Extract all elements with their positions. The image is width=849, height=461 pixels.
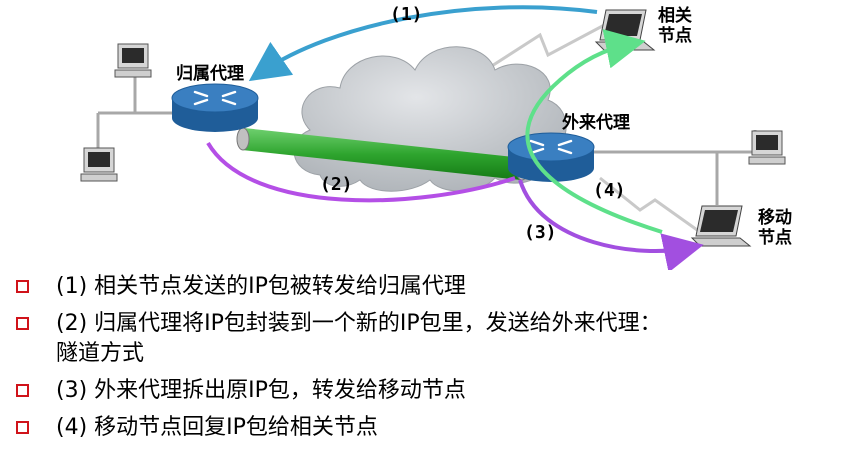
list-item-text: (2) 归属代理将IP包封装到一个新的IP包里，发送给外来代理： [56, 311, 662, 336]
mobile-node-laptop-icon [690, 205, 752, 247]
mobile-node-label: 移动 节点 [758, 208, 792, 248]
pc-icon [748, 130, 786, 165]
wireless-link-cn [469, 20, 611, 82]
list-item: (4) 移动节点回复IP包给相关节点 [14, 413, 844, 443]
list-item-text: (1) 相关节点发送的IP包被转发给归属代理 [56, 274, 466, 299]
list-item: (2) 归属代理将IP包封装到一个新的IP包里，发送给外来代理： 隧道方式 [14, 309, 844, 369]
bullet-square-icon [16, 384, 29, 397]
step2-label: (2) [320, 174, 353, 195]
step1-arrow [248, 5, 598, 82]
bullet-square-icon [16, 280, 29, 293]
list-item-text-continued: 隧道方式 [56, 341, 145, 366]
step4-label: (4) [593, 180, 626, 201]
list-item-text: (3) 外来代理拆出原IP包，转发给移动节点 [56, 378, 466, 403]
correspondent-node-label-line1: 相关 [658, 6, 692, 26]
step-list: (1) 相关节点发送的IP包被转发给归属代理 (2) 归属代理将IP包封装到一个… [14, 272, 844, 450]
step3-label: (3) [524, 222, 557, 243]
foreign-agent-router [507, 132, 595, 182]
step3-arrow [518, 179, 704, 270]
pc-icon [114, 43, 152, 78]
step1-label: (1) [390, 4, 423, 25]
mobile-node-label-line2: 节点 [758, 228, 792, 248]
home-agent-label: 归属代理 [176, 64, 244, 84]
list-item: (3) 外来代理拆出原IP包，转发给移动节点 [14, 376, 844, 406]
mobile-ip-diagram [80, 5, 786, 270]
step4-arrow [525, 29, 663, 234]
pc-icon [80, 147, 118, 182]
bullet-square-icon [16, 421, 29, 434]
mobile-node-label-line1: 移动 [758, 208, 792, 228]
list-item-text: (4) 移动节点回复IP包给相关节点 [56, 415, 378, 440]
home-agent-router [171, 83, 259, 132]
step2-arrow [206, 141, 516, 203]
list-item: (1) 相关节点发送的IP包被转发给归属代理 [14, 272, 844, 302]
bullet-square-icon [16, 317, 29, 330]
correspondent-node-label-line2: 节点 [658, 26, 692, 46]
foreign-agent-label: 外来代理 [562, 113, 630, 133]
wireless-link-mn [599, 176, 701, 234]
correspondent-node-label: 相关 节点 [658, 6, 692, 46]
